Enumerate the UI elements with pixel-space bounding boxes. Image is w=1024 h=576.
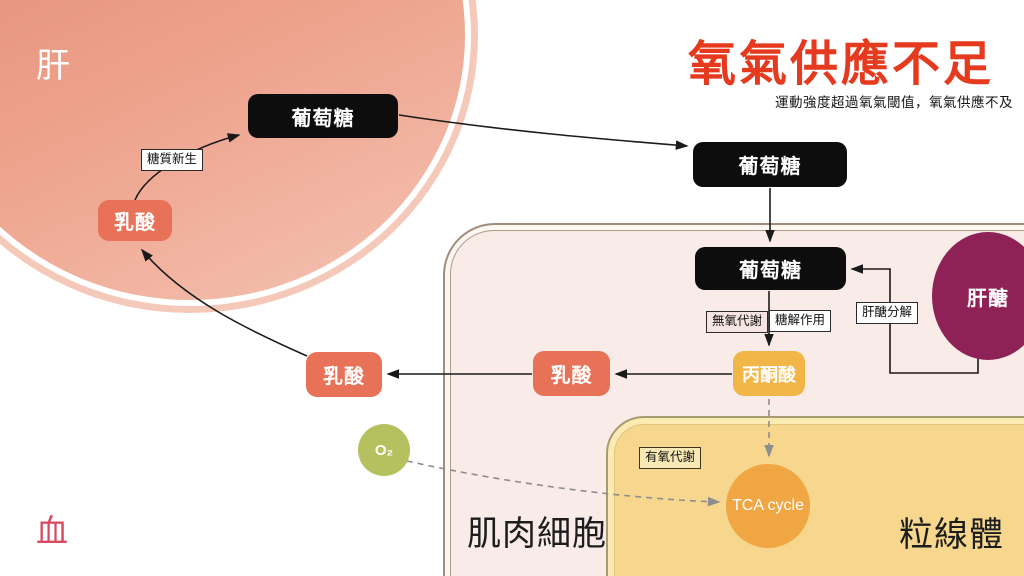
arrow-blood-lactate-to-liver bbox=[140, 248, 308, 357]
blood-region-label: 血 bbox=[36, 513, 69, 549]
mitochondria-region-label: 粒線體 bbox=[899, 516, 1004, 554]
page-title: 氧氣供應不足 bbox=[687, 38, 994, 91]
page-subtitle: 運動強度超過氧氣閾值，氧氣供應不及 bbox=[775, 95, 1013, 110]
label-glycogenolysis: 肝醣分解 bbox=[856, 302, 919, 324]
label-gluconeogenesis: 糖質新生 bbox=[141, 149, 204, 171]
muscle-cell-region-label: 肌肉細胞 bbox=[467, 515, 607, 553]
node-liver-lactate: 乳酸 bbox=[98, 200, 172, 241]
node-muscle-lactate: 乳酸 bbox=[533, 351, 610, 396]
label-glycolysis: 糖解作用 bbox=[769, 310, 832, 332]
label-aerobic-metabolism: 有氧代謝 bbox=[639, 447, 702, 469]
node-liver-glucose: 葡萄糖 bbox=[248, 94, 398, 138]
node-glycogen: 肝醣 bbox=[932, 232, 1024, 360]
node-blood-lactate: 乳酸 bbox=[306, 352, 382, 397]
node-blood-glucose: 葡萄糖 bbox=[693, 142, 847, 187]
node-muscle-glucose: 葡萄糖 bbox=[695, 247, 846, 290]
node-pyruvate: 丙酮酸 bbox=[733, 351, 805, 396]
liver-region-label: 肝 bbox=[36, 47, 70, 85]
arrow-glycogenolysis bbox=[850, 264, 979, 374]
arrow-liver-glucose-to-blood bbox=[398, 114, 689, 150]
label-anaerobic-metabolism: 無氧代謝 bbox=[706, 311, 769, 333]
node-oxygen: O₂ bbox=[358, 424, 410, 476]
node-tca-cycle: TCA cycle bbox=[726, 464, 810, 548]
arrow-oxygen-to-tca-dashed bbox=[406, 460, 721, 507]
